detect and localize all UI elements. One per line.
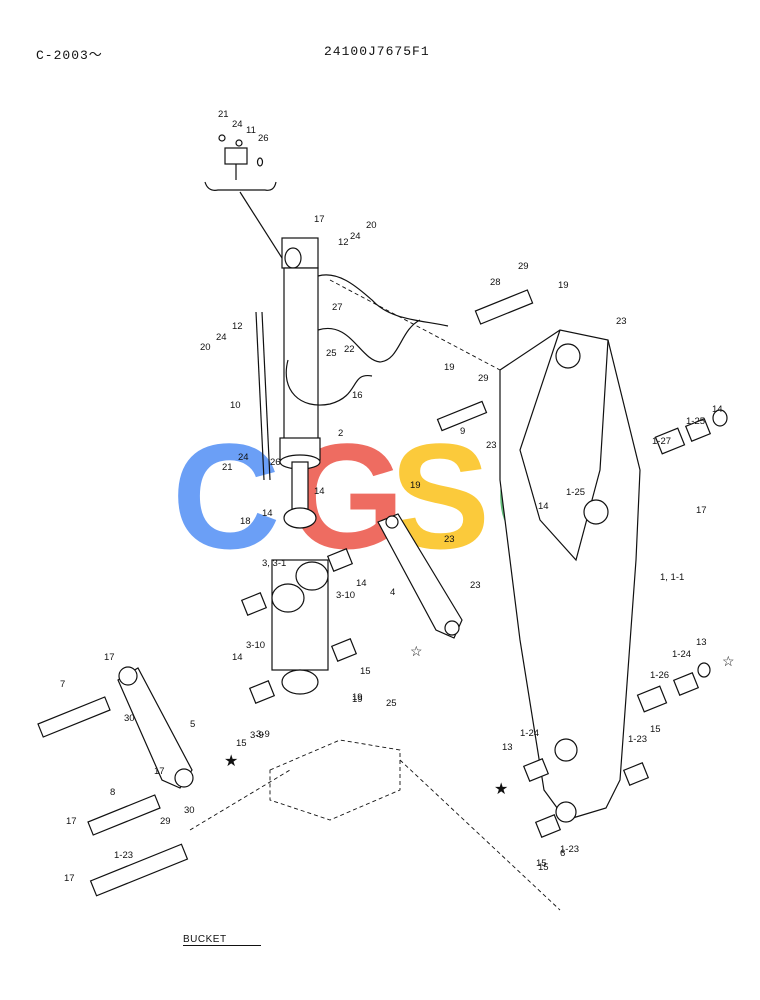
part-callout: 26 [258, 133, 269, 144]
part-callout: 3-9 [250, 730, 264, 741]
part-callout: 28 [490, 277, 501, 288]
part-callout: 14 [262, 508, 273, 519]
document-number: 24100J7675F1 [324, 44, 430, 59]
part-callout: 14 [232, 652, 243, 663]
part-callout: 5 [190, 719, 195, 730]
solid-star-icon: ★ [494, 781, 508, 798]
detail-bracket [204, 134, 283, 259]
part-callout: 15 [360, 666, 371, 677]
part-callout: 17 [696, 505, 707, 516]
part-callout: 14 [712, 404, 723, 415]
part-callout: 1-24 [672, 649, 691, 660]
part-callout: 1-27 [652, 436, 671, 447]
part-callout: 11 [246, 125, 256, 136]
part-callout: 23 [616, 316, 627, 327]
part-callout: 27 [332, 302, 343, 313]
bucket-outline [189, 279, 561, 911]
part-callout: 25 [386, 698, 397, 709]
part-callout: 18 [240, 516, 251, 527]
part-callout: 24 [216, 332, 227, 343]
part-callout: 13 [696, 637, 707, 648]
part-callout: 29 [518, 261, 529, 272]
part-callout: 30 [124, 713, 135, 724]
part-callout: 9 [460, 426, 465, 437]
part-callout: 21 [218, 109, 229, 120]
part-callout: 29 [478, 373, 489, 384]
outline-star-icon: ☆ [722, 653, 735, 669]
part-callout: 19 [410, 480, 421, 491]
part-callout: 1-24 [520, 728, 539, 739]
outline-star-icon: ☆ [410, 643, 423, 659]
part-callout: 12 [338, 237, 349, 248]
part-callout: 17 [104, 652, 115, 663]
part-callout: 25 [326, 348, 337, 359]
part-callout: 19 [444, 362, 455, 373]
link-5 [117, 666, 194, 789]
part-callout: 17 [64, 873, 75, 884]
part-callout: 1-23 [560, 844, 579, 855]
part-callout: 14 [356, 578, 367, 589]
part-callout: 17 [154, 766, 165, 777]
part-callout: 1, 1-1 [660, 572, 684, 583]
part-callout: 13 [502, 742, 513, 753]
part-callout: 3, 3-1 [262, 558, 286, 569]
part-callout: 17 [314, 214, 325, 225]
part-callout: 20 [366, 220, 377, 231]
part-callout: 12 [232, 321, 243, 332]
bracket-3 [271, 559, 329, 695]
part-callout: 17 [66, 816, 77, 827]
part-callout: 3-9 [256, 729, 270, 740]
part-callout: 1-23 [628, 734, 647, 745]
part-callout: 15 [650, 724, 661, 735]
arm-link [377, 513, 463, 639]
boom-cylinder [255, 237, 449, 529]
part-callout: 15 [536, 858, 547, 869]
part-callout: 1-26 [650, 670, 669, 681]
part-callout: 8 [110, 787, 115, 798]
part-callout: 1-25 [686, 416, 705, 427]
part-callout: 3-10 [246, 640, 265, 651]
watermark-letter-c1: C [172, 412, 280, 580]
part-callout: 14 [538, 501, 549, 512]
pins [37, 289, 534, 897]
part-callout: 24 [238, 452, 249, 463]
part-callout: 19 [558, 280, 569, 291]
part-callout: 20 [200, 342, 211, 353]
part-callout: 15 [538, 862, 549, 873]
part-callout: 23 [486, 440, 497, 451]
part-callout: 7 [60, 679, 65, 690]
bucket-label: BUCKET [183, 934, 261, 946]
part-callout: 6 [560, 848, 565, 859]
part-callout: 3-10 [336, 590, 355, 601]
markers: ★ ★ ☆ ☆ [224, 643, 735, 798]
part-callout: 1-23 [114, 850, 133, 861]
part-callout: 22 [344, 344, 355, 355]
serial-range: C-2003～ [36, 48, 103, 63]
part-callout: 24 [350, 231, 361, 242]
part-callout: 2 [338, 428, 343, 439]
part-callout: 24 [232, 119, 243, 130]
part-callout: 23 [444, 534, 455, 545]
part-callout: 19 [352, 694, 363, 705]
part-callout: 4 [390, 587, 395, 598]
part-callout: 14 [314, 486, 325, 497]
boom [499, 329, 641, 823]
part-callout: 29 [160, 816, 171, 827]
part-callout: 1-25 [566, 487, 585, 498]
part-callout: 10 [230, 400, 241, 411]
part-callout: 26 [270, 457, 281, 468]
part-callout: 15 [236, 738, 247, 749]
part-callout: 16 [352, 390, 363, 401]
part-callout: 19 [352, 692, 363, 703]
part-callout: 23 [470, 580, 481, 591]
solid-star-icon: ★ [224, 753, 238, 770]
bushings [240, 409, 728, 838]
part-callout: 21 [222, 462, 233, 473]
part-callout: 30 [184, 805, 195, 816]
